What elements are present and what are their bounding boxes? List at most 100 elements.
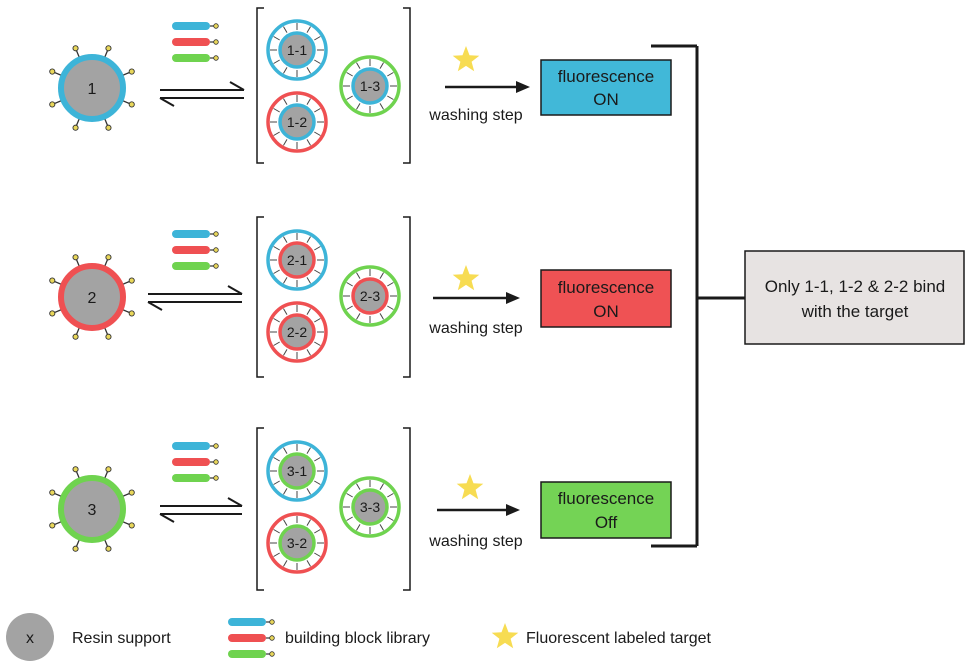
complex-label-1-1: 1-1 [287,42,307,58]
result-box-frame [540,269,672,328]
complex-inner-ring [278,241,316,279]
complex-connector [387,282,394,287]
complex-connector [346,282,353,287]
complex-inner-ring [351,277,389,315]
bracket-left [256,7,264,164]
complex-connector [356,524,361,531]
library-bar-red [228,634,266,642]
complex-connector [314,269,321,274]
result-box-3-line1: fluorescence [558,489,654,508]
complex-connector [306,26,311,33]
star-shape [452,265,480,291]
complex-connector [273,457,280,462]
seed-bead-label-3: 3 [88,502,97,519]
linker-tip [128,489,135,496]
complex-connector [306,67,311,74]
row-1: 1 1-1 1-2 1-3 washing step fluorescence … [49,7,672,164]
complex-2-1: 2-1 [266,229,328,291]
arrow-head [516,81,530,93]
fluorescent-target-star-3 [456,474,484,500]
complex-connector [314,318,321,323]
library-bar-tip [213,55,219,61]
legend-resin-symbol: x [26,630,34,647]
complex-connector [314,59,321,64]
washing-step-label-2: washing step [428,320,522,337]
washing-step-label-3: washing step [428,533,522,550]
complex-connector [283,308,288,315]
linker-tip [105,45,112,52]
complex-label-2-1: 2-1 [287,252,307,268]
complex-outer-ring [266,91,328,153]
library-bar-tip [213,231,219,237]
seed-bead-body [58,54,126,122]
linker-tip [72,333,79,340]
linker-tip [128,101,135,108]
complex-connector [356,103,361,110]
complex-inner-ring [278,103,316,141]
complex-connector [283,277,288,284]
complex-label-3-1: 3-1 [287,463,307,479]
washing-step-label-1: washing step [428,107,522,124]
bracket-right [403,427,411,591]
complex-connector [273,318,280,323]
complex-connector [273,341,280,346]
linker-tip [49,310,56,317]
complex-connector [306,560,311,567]
complex-1-1: 1-1 [266,19,328,81]
star-shape [491,623,519,649]
complex-outer-ring [266,19,328,81]
bracket-right [403,7,411,164]
library-bar-blue [228,618,266,626]
linker-tip [128,277,135,284]
seed-bead-body [58,263,126,331]
complex-1-2: 1-2 [266,91,328,153]
complex-connector [273,108,280,113]
result-box-frame [540,481,672,539]
linker-tip [128,522,135,529]
library-bar-green [172,54,210,62]
complex-connector [306,488,311,495]
library-bar-red [172,38,210,46]
complex-connector [283,349,288,356]
linker-tip [49,277,56,284]
library-bar-blue [172,230,210,238]
complex-connector [356,483,361,490]
complex-connector [387,305,394,310]
complex-connector [314,341,321,346]
complex-connector [273,131,280,136]
fluorescent-target-star-1 [452,46,480,72]
linker-tip [128,310,135,317]
complex-connector [283,488,288,495]
complex-outer-ring [339,476,401,538]
seed-bead-body [58,475,126,543]
complex-connector [314,480,321,485]
arrow-head [506,504,520,516]
complex-inner-ring [351,67,389,105]
equilibrium-arrows-1 [159,81,245,107]
complex-connector [314,552,321,557]
complex-3-2: 3-2 [266,512,328,574]
complex-label-2-2: 2-2 [287,324,307,340]
complex-connector [273,36,280,41]
library-bar-blue [172,442,210,450]
library-bar-tip [213,263,219,269]
complex-1-3: 1-3 [339,55,401,117]
result-box-2-line2: ON [593,302,619,321]
result-box-1-line2: ON [593,90,619,109]
complex-inner-ring [278,31,316,69]
complex-connector [306,519,311,526]
reverse-arrow-head [147,301,163,311]
forward-arrow-head [227,285,243,295]
complex-connector [387,72,394,77]
complex-connector [379,524,384,531]
linker-tip [72,45,79,52]
complex-connector [346,305,353,310]
building-block-library-2 [172,230,219,270]
washing-arrow-2 [433,292,520,304]
complex-connector [306,277,311,284]
complex-connector [306,139,311,146]
complex-outer-ring [266,512,328,574]
complex-connector [314,457,321,462]
complex-connector [306,349,311,356]
